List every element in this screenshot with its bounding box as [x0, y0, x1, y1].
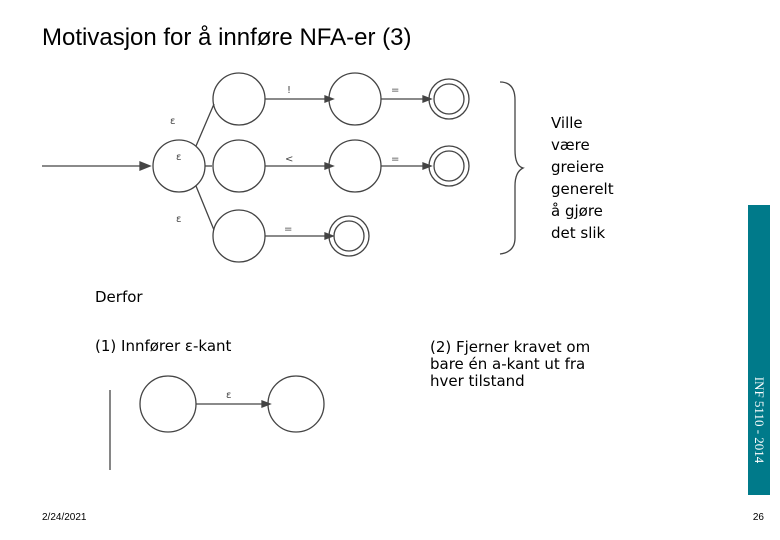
- state-r1-1: [212, 72, 266, 126]
- item-2-line: bare én a-kant ut fra: [430, 355, 586, 373]
- start-state: [152, 139, 206, 193]
- state-r1-2: [328, 72, 382, 126]
- label-r1-1: !: [287, 85, 291, 96]
- eps-label-3: ε: [176, 214, 181, 225]
- brace: [499, 81, 525, 255]
- side-note-line: å gjøre: [551, 202, 603, 220]
- page-number: 26: [752, 512, 764, 523]
- item-2: (2) Fjerner kravet om bare én a-kant ut …: [430, 339, 640, 390]
- side-note-line: være: [551, 136, 590, 154]
- eps-state-1: [139, 375, 197, 433]
- eps-state-2: [267, 375, 325, 433]
- state-r2-2: [328, 139, 382, 193]
- label-r1-2: =: [391, 85, 399, 96]
- state-r2-1: [212, 139, 266, 193]
- accept-r3-outer: [328, 215, 370, 257]
- item-2-line: hver tilstand: [430, 372, 525, 390]
- accept-r1-inner: [433, 83, 465, 115]
- course-bar: [748, 205, 770, 495]
- eps-label-1: ε: [170, 116, 175, 127]
- state-r3-1: [212, 209, 266, 263]
- eps-label-bottom: ε: [226, 390, 231, 401]
- accept-r3-inner: [333, 220, 365, 252]
- label-r2-1: <: [285, 154, 293, 165]
- accept-r2-inner: [433, 150, 465, 182]
- side-note: Ville være greiere generelt å gjøre det …: [551, 112, 641, 244]
- slide-title: Motivasjon for å innføre NFA-er (3): [42, 24, 412, 51]
- item-1: (1) Innfører ε-kant: [95, 337, 232, 355]
- side-note-line: Ville: [551, 114, 583, 132]
- start-arrowhead: [139, 161, 152, 171]
- course-label: INF 5110 - 2014: [752, 376, 767, 464]
- slide-date: 2/24/2021: [42, 512, 87, 523]
- derfor-label: Derfor: [95, 288, 143, 306]
- label-r2-2: =: [391, 154, 399, 165]
- item-2-line: (2) Fjerner kravet om: [430, 338, 591, 356]
- side-note-line: generelt: [551, 180, 614, 198]
- eps-label-2: ε: [176, 152, 181, 163]
- accept-r2-outer: [428, 145, 470, 187]
- side-note-line: det slik: [551, 224, 606, 242]
- accept-r1-outer: [428, 78, 470, 120]
- side-note-line: greiere: [551, 158, 605, 176]
- label-r3-1: =: [284, 224, 292, 235]
